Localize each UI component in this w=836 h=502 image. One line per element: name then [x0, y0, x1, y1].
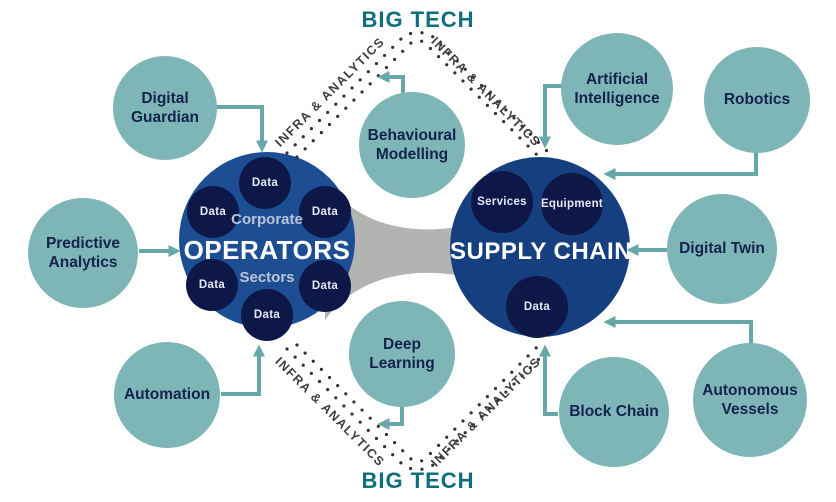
operators-hub-circle: Data Data Data Data Data Data Corporate …: [179, 152, 355, 341]
data-node-label: Data: [523, 301, 551, 313]
tech-circle-block-chain: Block Chain: [559, 357, 669, 467]
tech-circle-label: Digital Twin: [679, 240, 765, 258]
tech-circle-digital-guardian: Digital Guardian: [113, 56, 217, 160]
big-tech-title-top: BIG TECH: [361, 7, 475, 32]
supply-chain-services-node: Services: [471, 171, 533, 233]
big-tech-title-bottom: BIG TECH: [361, 468, 475, 493]
data-node-label: Data: [198, 279, 226, 291]
tech-circle-predictive-analytics: Predictive Analytics: [28, 198, 138, 308]
data-node-label: Data: [311, 280, 339, 292]
operators-data-node: Data: [187, 186, 239, 238]
services-label: Services: [477, 196, 527, 208]
tech-circle-label: Artificial Intelligence: [574, 70, 660, 107]
tech-circle-label: Behavioural Modelling: [367, 126, 457, 163]
tech-circle-label: Deep Learning: [369, 335, 435, 372]
tech-circle-label: Digital Guardian: [130, 89, 200, 126]
tech-circle-automation: Automation: [114, 342, 220, 448]
operators-data-node: Data: [299, 186, 351, 238]
supply-chain-hub-circle: Services Equipment Data SUPPLY CHAIN: [450, 157, 633, 338]
operators-title: OPERATORS: [183, 235, 351, 265]
tech-circle-digital-twin: Digital Twin: [667, 194, 777, 304]
tech-circle-label: Automation: [123, 386, 211, 404]
tech-circle-label: Block Chain: [569, 403, 659, 421]
data-node-label: Data: [199, 206, 227, 218]
tech-circle-label: Predictive Analytics: [45, 234, 121, 271]
tech-circle-autonomous-vessels: Autonomous Vessels: [693, 343, 807, 457]
tech-circle-robotics: Robotics: [704, 47, 810, 153]
data-node-label: Data: [253, 309, 281, 321]
operators-corporate-label: Corporate: [231, 211, 303, 228]
operators-data-node: Data: [186, 259, 238, 311]
operators-data-node: Data: [241, 289, 293, 341]
tech-circle-behavioural-modelling: Behavioural Modelling: [359, 92, 465, 198]
tech-circle-label: Robotics: [723, 91, 791, 109]
data-node-label: Data: [311, 206, 339, 218]
operators-data-node: Data: [239, 157, 291, 209]
supply-chain-title: SUPPLY CHAIN: [450, 238, 633, 265]
supply-chain-equipment-node: Equipment: [541, 173, 603, 235]
tech-circle-artificial-intelligence: Artificial Intelligence: [561, 33, 673, 145]
tech-circle-label: Autonomous Vessels: [702, 381, 798, 418]
supply-chain-data-node: Data: [506, 276, 568, 338]
operators-sectors-label: Sectors: [239, 269, 295, 286]
tech-circle-deep-learning: Deep Learning: [349, 301, 455, 407]
equipment-label: Equipment: [540, 198, 604, 210]
data-node-label: Data: [251, 177, 279, 189]
operators-data-node: Data: [299, 260, 351, 312]
